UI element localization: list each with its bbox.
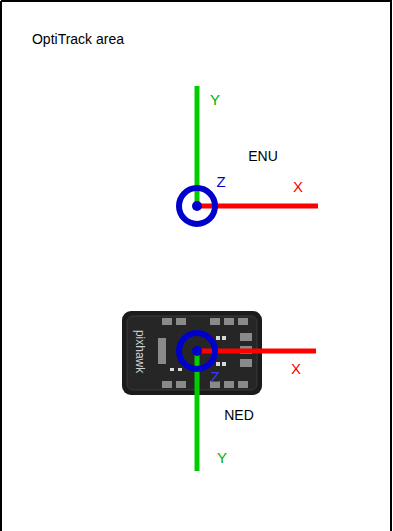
axis-label: Y [217, 450, 227, 467]
axis-label: Z [210, 369, 219, 386]
enu-axes [179, 86, 318, 224]
axis-label: Y [210, 92, 220, 109]
board-brand: pixhawk [133, 330, 146, 373]
axis-label: X [291, 361, 301, 378]
frame-name: ENU [248, 149, 278, 164]
ned-axes [179, 333, 316, 471]
z-axis-ring [179, 188, 215, 224]
axis-label: X [293, 179, 303, 196]
z-axis-dot [192, 346, 202, 356]
area-title: OptiTrack area [32, 32, 124, 47]
axis-label: Z [216, 174, 225, 191]
frame-name: NED [224, 408, 254, 423]
z-axis-ring [179, 333, 215, 369]
z-axis-dot [192, 201, 202, 211]
